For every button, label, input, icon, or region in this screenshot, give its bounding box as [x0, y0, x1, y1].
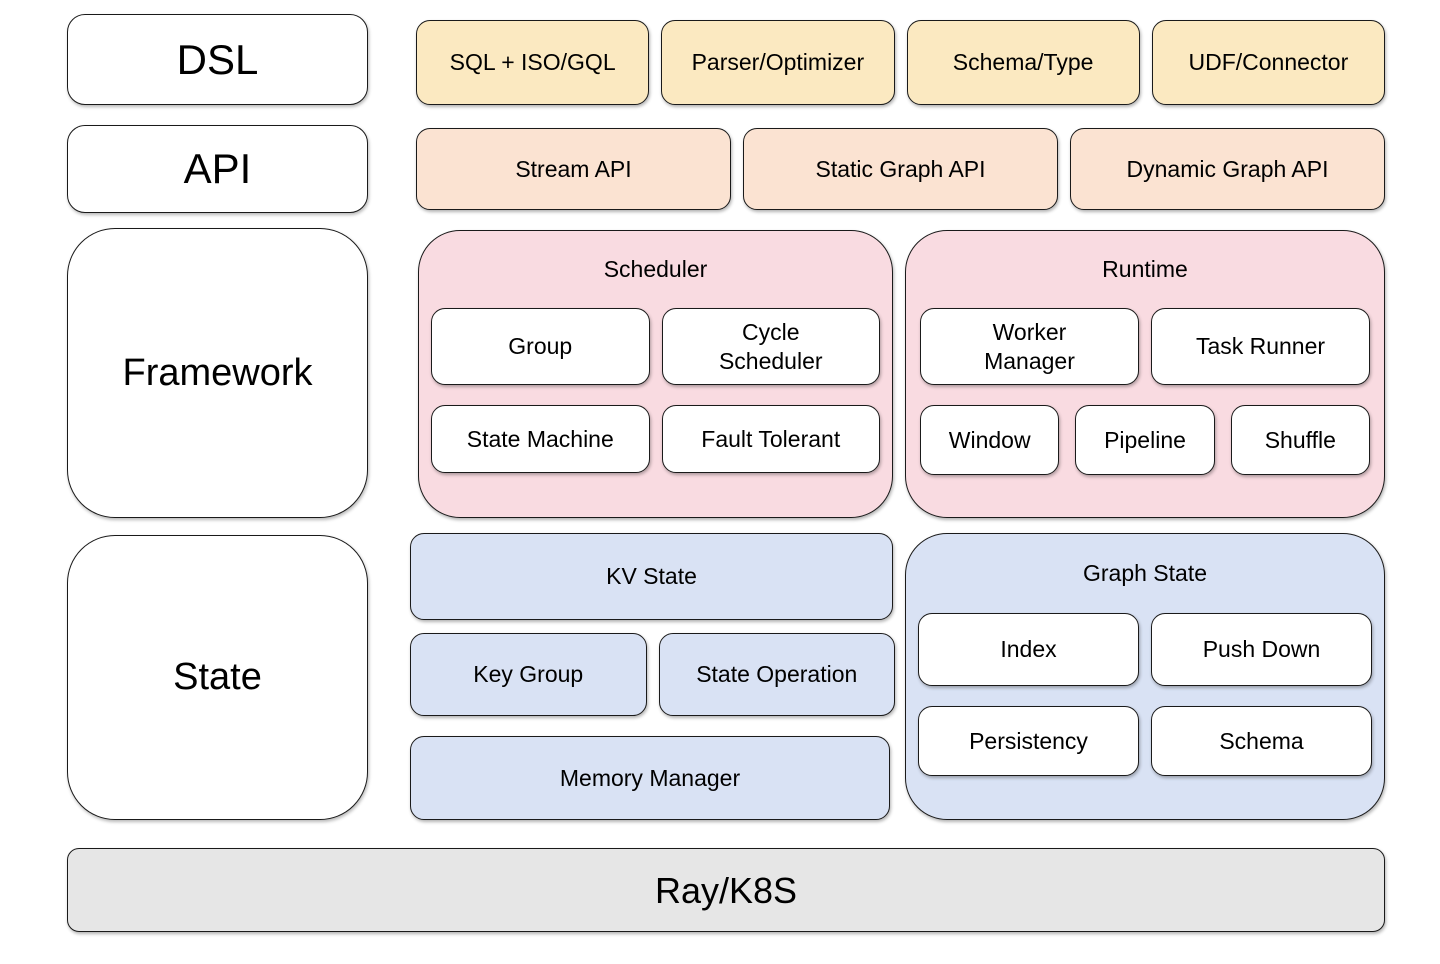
- box-label: Stream API: [515, 155, 632, 182]
- box-label: Dynamic Graph API: [1126, 155, 1329, 182]
- box-label: Shuffle: [1264, 426, 1336, 453]
- layer-label-state-text: State: [173, 656, 262, 698]
- box-worker-manager: Worker Manager: [920, 308, 1139, 385]
- layer-label-framework: Framework: [67, 228, 368, 518]
- box-group: Group: [431, 308, 650, 385]
- box-fault-tolerant: Fault Tolerant: [661, 405, 880, 473]
- box-parser-optimizer: Parser/Optimizer: [661, 20, 895, 105]
- box-label: State Machine: [466, 425, 614, 452]
- box-label: Static Graph API: [815, 155, 986, 182]
- infra-bar-label: Ray/K8S: [654, 869, 798, 911]
- layer-label-dsl: DSL: [67, 14, 368, 105]
- box-label: Worker Manager: [984, 318, 1075, 374]
- box-label: Schema/Type: [952, 49, 1094, 76]
- graph-state-row-1: Index Push Down: [918, 613, 1372, 686]
- dsl-items-row: SQL + ISO/GQL Parser/Optimizer Schema/Ty…: [416, 20, 1385, 105]
- box-label: UDF/Connector: [1188, 49, 1349, 76]
- box-kv-state: KV State: [410, 533, 893, 620]
- box-push-down: Push Down: [1151, 613, 1372, 686]
- kv-state-middle-row: Key Group State Operation: [410, 633, 895, 716]
- box-label: Task Runner: [1195, 333, 1326, 360]
- box-label: Memory Manager: [559, 764, 741, 791]
- box-label: Parser/Optimizer: [691, 49, 865, 76]
- box-persistency: Persistency: [918, 706, 1139, 776]
- scheduler-row-2: State Machine Fault Tolerant: [431, 405, 880, 473]
- box-memory-manager: Memory Manager: [410, 736, 890, 820]
- box-state-machine: State Machine: [431, 405, 650, 473]
- box-schema: Schema: [1151, 706, 1372, 776]
- box-pipeline: Pipeline: [1075, 405, 1215, 475]
- box-key-group: Key Group: [410, 633, 647, 716]
- scheduler-title: Scheduler: [603, 256, 708, 282]
- layer-label-dsl-text: DSL: [176, 35, 259, 83]
- graph-state-title: Graph State: [1082, 560, 1208, 586]
- layer-label-api: API: [67, 125, 368, 213]
- runtime-row-2: Window Pipeline Shuffle: [920, 405, 1370, 475]
- box-dynamic-graph-api: Dynamic Graph API: [1070, 128, 1385, 210]
- api-items-row: Stream API Static Graph API Dynamic Grap…: [416, 128, 1385, 210]
- box-label: KV State: [606, 563, 697, 590]
- box-label: Cycle Scheduler: [718, 318, 823, 374]
- box-label: Pipeline: [1104, 426, 1186, 453]
- box-label: Fault Tolerant: [701, 425, 841, 452]
- box-cycle-scheduler: Cycle Scheduler: [661, 308, 880, 385]
- box-schema-type: Schema/Type: [906, 20, 1140, 105]
- box-window: Window: [920, 405, 1060, 475]
- box-label: Window: [948, 426, 1031, 453]
- box-udf-connector: UDF/Connector: [1151, 20, 1385, 105]
- box-label: Index: [1000, 636, 1057, 663]
- box-stream-api: Stream API: [416, 128, 731, 210]
- box-task-runner: Task Runner: [1151, 308, 1370, 385]
- box-shuffle: Shuffle: [1230, 405, 1370, 475]
- box-label: Key Group: [473, 661, 584, 688]
- box-label: Persistency: [969, 727, 1088, 754]
- layer-label-framework-text: Framework: [122, 351, 313, 394]
- box-label: SQL + ISO/GQL: [449, 49, 616, 76]
- scheduler-container: Scheduler Group Cycle Scheduler State Ma…: [418, 230, 893, 518]
- layer-label-api-text: API: [183, 145, 252, 192]
- box-label: Push Down: [1202, 636, 1321, 663]
- box-label: Group: [508, 333, 573, 360]
- runtime-row-1: Worker Manager Task Runner: [920, 308, 1370, 385]
- box-label: Schema: [1219, 727, 1304, 754]
- layer-label-state: State: [67, 535, 368, 820]
- box-state-operation: State Operation: [658, 633, 895, 716]
- scheduler-row-1: Group Cycle Scheduler: [431, 308, 880, 385]
- box-index: Index: [918, 613, 1139, 686]
- graph-state-row-2: Persistency Schema: [918, 706, 1372, 776]
- box-label: State Operation: [696, 661, 858, 688]
- runtime-title: Runtime: [1102, 256, 1188, 282]
- infra-bar-ray-k8s: Ray/K8S: [67, 848, 1385, 932]
- runtime-container: Runtime Worker Manager Task Runner Windo…: [905, 230, 1385, 518]
- box-sql-iso-gql: SQL + ISO/GQL: [416, 20, 650, 105]
- graph-state-container: Graph State Index Push Down Persistency …: [905, 533, 1385, 820]
- box-static-graph-api: Static Graph API: [743, 128, 1058, 210]
